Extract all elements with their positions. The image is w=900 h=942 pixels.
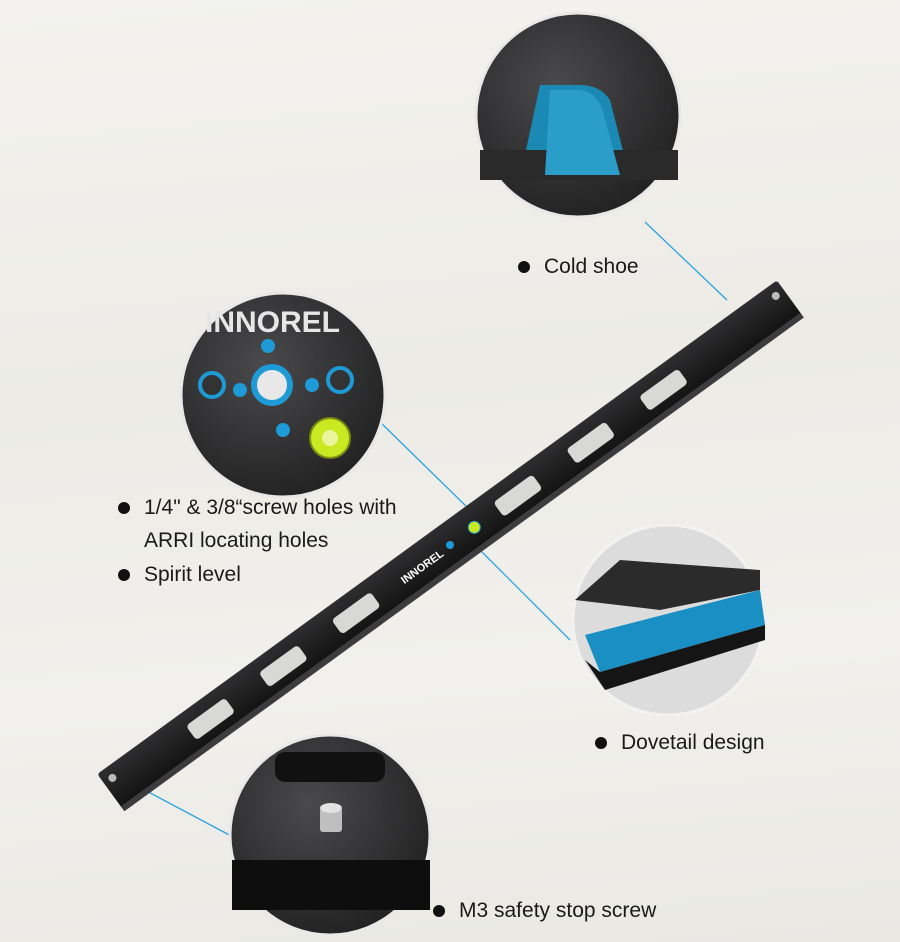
callout-screw-holes-line2: ARRI locating holes bbox=[118, 529, 328, 553]
bullet-icon bbox=[595, 737, 607, 749]
bullet-icon bbox=[518, 261, 530, 273]
dovetail-detail bbox=[571, 523, 765, 717]
callout-text: ARRI locating holes bbox=[144, 529, 329, 552]
svg-text:INNOREL: INNOREL bbox=[205, 306, 340, 339]
callout-text: Cold shoe bbox=[544, 255, 639, 278]
callout-safety-screw: M3 safety stop screw bbox=[433, 899, 656, 923]
bullet-icon bbox=[118, 502, 130, 514]
callout-cold-shoe: Cold shoe bbox=[518, 255, 639, 279]
bullet-icon bbox=[433, 905, 445, 917]
safety-screw-detail bbox=[228, 733, 432, 937]
callout-screw-holes: 1/4" & 3/8“screw holes with bbox=[118, 496, 397, 520]
callout-spirit-level: Spirit level bbox=[118, 563, 241, 587]
callout-text: 1/4" & 3/8“screw holes with bbox=[144, 496, 397, 519]
callout-text: Dovetail design bbox=[621, 731, 765, 754]
screw-holes-detail: INNOREL bbox=[179, 291, 387, 499]
callout-text: Spirit level bbox=[144, 563, 241, 586]
cold-shoe-detail bbox=[474, 11, 682, 219]
rail-bar: INNOREL bbox=[98, 281, 804, 812]
bullet-icon bbox=[118, 569, 130, 581]
callout-dovetail: Dovetail design bbox=[595, 731, 765, 755]
callout-text: M3 safety stop screw bbox=[459, 899, 657, 922]
